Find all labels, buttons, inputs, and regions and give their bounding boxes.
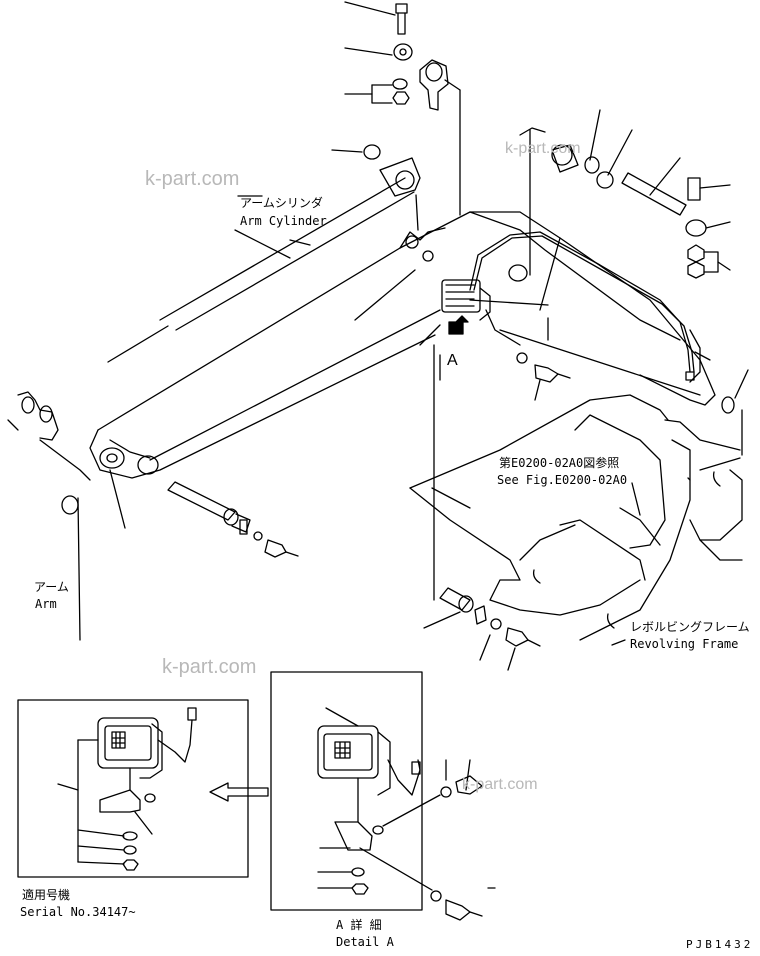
arm-cylinder-label-en: Arm Cylinder bbox=[240, 214, 327, 228]
watermark-1: k-part.com bbox=[505, 140, 581, 157]
c-marks bbox=[532, 471, 721, 629]
revolving-frame-label-jp: レボルビングフレーム bbox=[630, 620, 750, 634]
arm-cylinder-label-jp: アームシリンダ bbox=[240, 196, 323, 210]
detail-a-bolts bbox=[430, 759, 496, 921]
detail-a-box bbox=[270, 671, 441, 911]
detail-a-label-en: Detail A bbox=[336, 935, 394, 949]
watermark-2: k-part.com bbox=[145, 168, 240, 190]
watermark-3: k-part.com bbox=[162, 656, 257, 678]
serial-label-en: Serial No.34147~ bbox=[20, 905, 136, 919]
revolving-frame-label-en: Revolving Frame bbox=[630, 637, 739, 651]
arm-label-en: Arm bbox=[35, 597, 57, 611]
view-a-label: A bbox=[447, 352, 458, 369]
see-fig-label-en: See Fig.E0200-02A0 bbox=[497, 473, 628, 487]
wiring-harness bbox=[469, 231, 695, 381]
revolving-frame bbox=[409, 369, 749, 641]
lower-center-pins bbox=[423, 344, 541, 671]
leader-lines bbox=[234, 195, 641, 646]
detail-a-label-jp: A 詳 細 bbox=[336, 918, 382, 932]
transfer-arrow bbox=[209, 782, 269, 802]
lower-pin-group bbox=[167, 481, 299, 558]
top-hardware-stack bbox=[344, 1, 461, 216]
serial-label-jp: 適用号機 bbox=[22, 888, 71, 902]
boom-work-light bbox=[441, 279, 571, 401]
arm-label-jp: アーム bbox=[34, 580, 69, 594]
see-fig-label-jp: 第E0200-02A0図参照 bbox=[499, 456, 620, 470]
serial-detail-box bbox=[17, 699, 249, 878]
drawing-code: PJB1432 bbox=[686, 938, 754, 951]
arm-cylinder bbox=[107, 144, 421, 363]
arm-end-linkage bbox=[7, 391, 126, 641]
arm-body bbox=[89, 127, 716, 479]
right-pin-assembly bbox=[551, 109, 731, 279]
watermark-4: k-part.com bbox=[462, 776, 538, 793]
